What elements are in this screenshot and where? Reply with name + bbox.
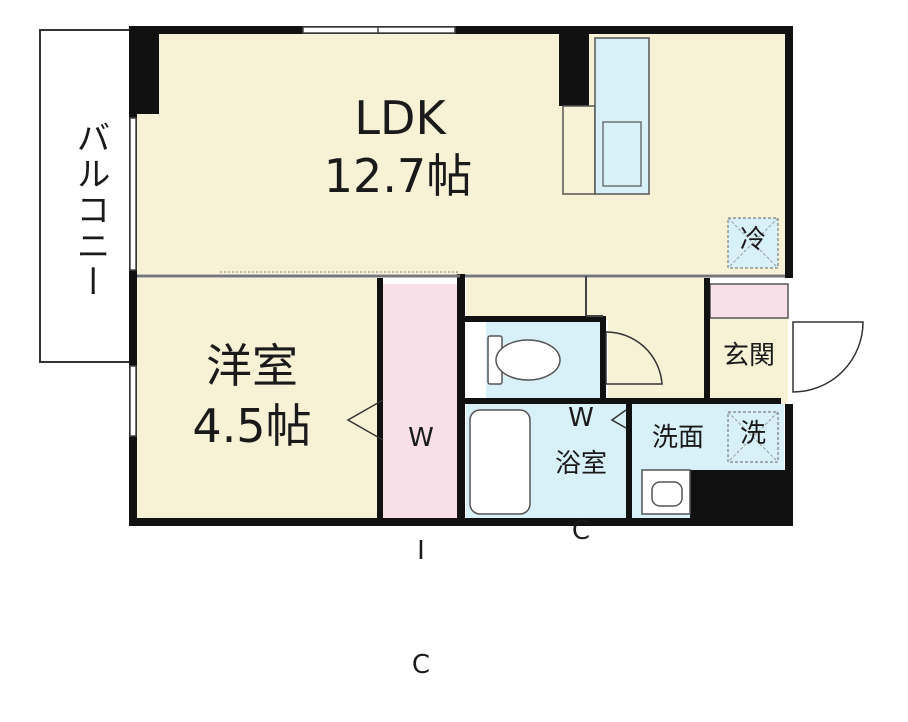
wc-label: W C bbox=[566, 325, 596, 589]
shoe-cabinet bbox=[709, 283, 789, 319]
ldk-label: LDK bbox=[354, 91, 446, 145]
bath-label: 浴室 bbox=[554, 449, 607, 479]
western-room-floor bbox=[133, 278, 377, 518]
western-room-size: 4.5帖 bbox=[192, 399, 312, 453]
fridge-label: 冷 bbox=[739, 225, 766, 255]
wic-label: W I C bbox=[406, 345, 436, 722]
wic-char-i: I bbox=[417, 536, 425, 567]
washroom-label: 洗面 bbox=[651, 423, 704, 453]
wic-char-c: C bbox=[411, 649, 431, 680]
doors bbox=[346, 321, 864, 441]
balcony-area bbox=[39, 29, 131, 363]
ldk-floor bbox=[133, 32, 789, 274]
washer-label: 洗 bbox=[739, 419, 766, 449]
stove bbox=[602, 121, 642, 187]
floor-plan bbox=[39, 26, 864, 526]
kitchen-counter bbox=[562, 105, 596, 195]
windows bbox=[129, 26, 456, 437]
wic-floor bbox=[383, 284, 457, 518]
wc-char-w: W bbox=[568, 403, 594, 434]
western-room-label: 洋室 bbox=[206, 339, 298, 393]
toilet-bowl bbox=[495, 339, 561, 381]
bathtub bbox=[469, 409, 531, 515]
entrance-floor bbox=[710, 318, 788, 404]
balcony-label: バルコニー bbox=[70, 120, 110, 300]
wc-char-c: C bbox=[571, 516, 591, 547]
entrance-label: 玄関 bbox=[722, 341, 775, 371]
walls bbox=[129, 26, 793, 526]
corridor-floor bbox=[608, 278, 706, 406]
ldk-size: 12.7帖 bbox=[323, 149, 473, 203]
wic-char-w: W bbox=[408, 423, 434, 454]
